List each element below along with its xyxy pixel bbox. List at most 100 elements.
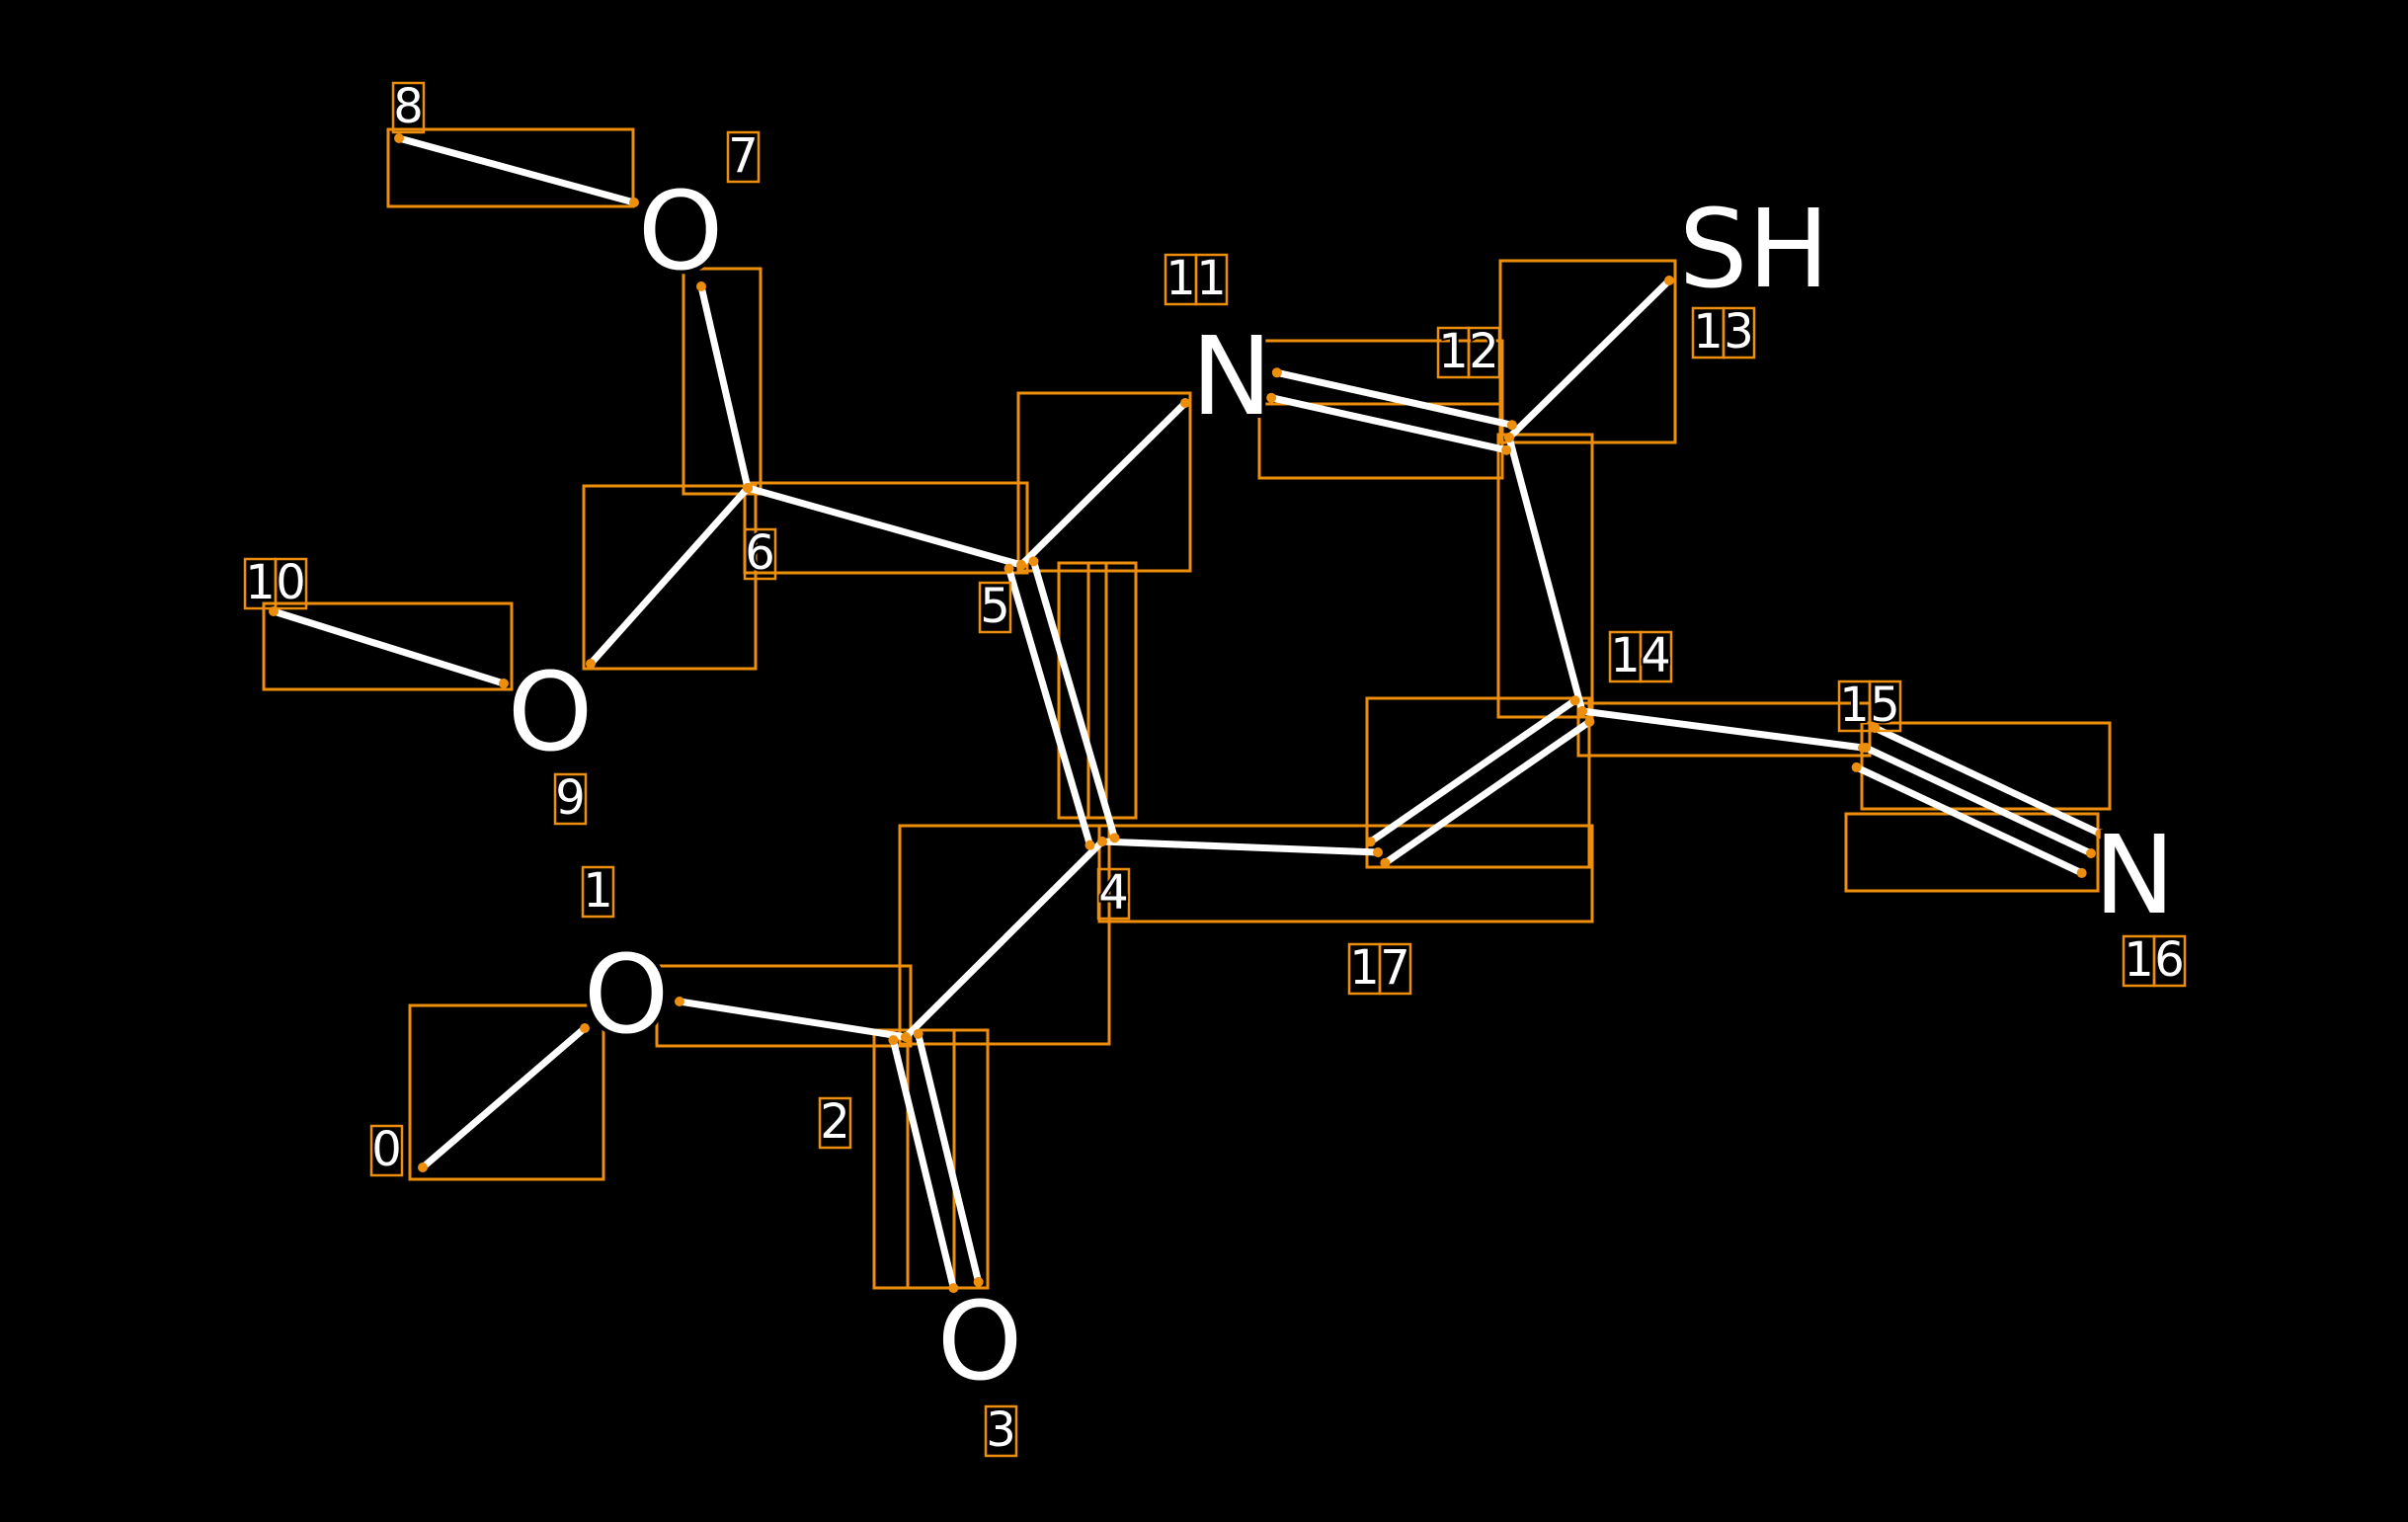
label-char: 7 <box>728 128 759 184</box>
bond-2-1 <box>676 998 910 1041</box>
bond-endpoint-dot <box>499 679 509 688</box>
label-char: 1 <box>1610 628 1641 683</box>
label-char-box <box>984 1404 1018 1458</box>
bond-box-8-7 <box>386 127 635 208</box>
atom-index-label-9: 9 <box>553 768 588 828</box>
bond-endpoint-dot <box>1028 556 1039 567</box>
label-char-box <box>581 865 615 919</box>
label-char: 1 <box>1196 251 1227 306</box>
atom-symbol-SH-13: SH <box>1679 186 1830 312</box>
bond-box-12-13 <box>1498 259 1677 444</box>
bond-endpoint-dot <box>901 1032 911 1042</box>
bond-14-15 <box>1578 707 1867 752</box>
label-char: 0 <box>276 555 306 610</box>
bond-15-16 <box>1862 744 2095 857</box>
bond-endpoint-dot <box>418 1162 428 1172</box>
bond-endpoint-dot <box>1861 743 1871 753</box>
bond-endpoint-dot <box>629 198 639 207</box>
bond-endpoint-dot <box>580 1023 590 1033</box>
label-char-box <box>391 81 426 134</box>
label-char-box <box>2152 934 2187 988</box>
bond-12-14 <box>1505 434 1586 715</box>
label-char-box <box>1868 680 1902 733</box>
label-char-box <box>743 527 777 581</box>
label-char-box <box>1096 867 1131 921</box>
bond-endpoint-dot <box>586 659 596 669</box>
bond-4-5 <box>1029 557 1118 841</box>
bond-15-16 <box>1853 763 2086 877</box>
bond-endpoint-dot <box>1271 367 1282 378</box>
atom-index-label-2: 2 <box>818 1092 852 1152</box>
bond-box-4-2 <box>898 824 1111 1046</box>
bond-endpoint-dot <box>1569 695 1580 706</box>
bond-11-12 <box>1267 394 1510 454</box>
label-char: 5 <box>980 579 1010 634</box>
bond-2-3 <box>915 1030 983 1286</box>
bond-endpoint-dot <box>1266 392 1277 403</box>
bond-box-2-3b <box>906 1028 990 1290</box>
label-char-box <box>978 581 1012 634</box>
boxes-layer <box>262 127 2112 1290</box>
bond-endpoint-dot <box>1365 837 1376 847</box>
atom-index-label-5: 5 <box>978 577 1012 636</box>
bond-box-7-6 <box>682 267 763 496</box>
bond-endpoint-dot <box>1016 560 1026 570</box>
atom-index-label-0: 0 <box>369 1120 404 1179</box>
bond-endpoint-dot <box>1003 563 1014 574</box>
atom-index-label-8: 8 <box>391 77 426 136</box>
bond-endpoint-dot <box>1504 433 1514 442</box>
bond-endpoint-dot <box>1097 837 1107 846</box>
bond-endpoint-dot <box>696 281 706 291</box>
bond-2-3 <box>889 1036 957 1292</box>
bond-box-6-5 <box>743 481 1029 575</box>
atom-symbol-O-1: O <box>584 931 670 1058</box>
bond-box-15-16b <box>1844 812 2100 893</box>
bond-endpoint-dot <box>1109 833 1120 843</box>
label-char: 1 <box>1693 304 1724 360</box>
bond-box-15-16a <box>1860 721 2112 811</box>
atom-index-label-3: 3 <box>984 1401 1018 1460</box>
bond-box-6-9 <box>582 484 758 671</box>
bond-6-9 <box>587 484 752 668</box>
bond-1-0 <box>419 1024 589 1171</box>
bond-14-17 <box>1381 718 1593 867</box>
bond-9-10 <box>270 607 508 687</box>
dots-layer <box>269 133 2106 1294</box>
label-char: 3 <box>986 1402 1016 1458</box>
bond-17-4 <box>1098 838 1382 856</box>
bond-endpoint-dot <box>1180 398 1190 408</box>
label-char: 1 <box>1839 678 1870 733</box>
label-char: 4 <box>1098 865 1129 921</box>
label-char-box <box>1639 630 1673 683</box>
label-char: 8 <box>393 79 424 134</box>
bond-15-16 <box>1871 724 2104 838</box>
label-char: 4 <box>1641 628 1671 683</box>
bond-endpoint-dot <box>1501 444 1512 455</box>
bond-endpoint-dot <box>743 483 753 493</box>
bond-endpoint-dot <box>1373 847 1383 857</box>
label-char: 3 <box>1724 304 1754 360</box>
bonds-layer <box>270 134 2104 1292</box>
label-char-box <box>553 772 588 826</box>
bond-endpoint-dot <box>1084 840 1095 850</box>
atom-symbol-N-11: N <box>1191 313 1272 440</box>
atom-index-label-7: 7 <box>726 126 761 186</box>
bond-box-14-17 <box>1365 696 1591 869</box>
label-char: 6 <box>2154 932 2185 988</box>
label-char: 1 <box>583 863 613 919</box>
bond-box-17-4 <box>1097 824 1594 923</box>
bond-box-5-11 <box>1016 391 1192 573</box>
label-char: 1 <box>2124 932 2154 988</box>
atom-index-label-6: 6 <box>743 523 777 583</box>
label-char-box <box>1722 306 1756 360</box>
label-char: 1 <box>1349 940 1380 996</box>
bond-endpoint-dot <box>394 133 404 143</box>
bond-endpoint-dot <box>2076 867 2087 878</box>
label-char: 1 <box>245 555 276 610</box>
